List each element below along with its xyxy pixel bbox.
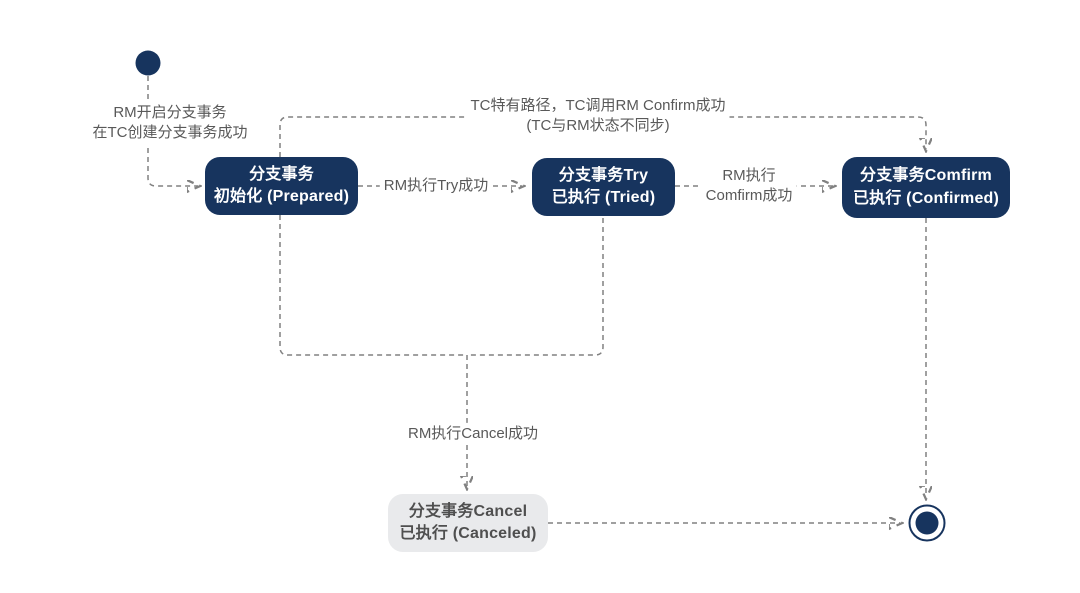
state-confirmed-line1: 分支事务Comfirm (860, 167, 992, 185)
label-init-line1: RM开启分支事务 (113, 103, 227, 121)
label-tc-line2: (TC与RM状态不同步) (526, 117, 670, 134)
state-canceled: 分支事务Cancel 已执行 (Canceled) (388, 494, 548, 552)
state-tried-line2: 已执行 (Tried) (551, 189, 656, 206)
label-tc-direct-confirm: TC特有路径，TC调用RM Confirm成功 (TC与RM状态不同步) (466, 94, 730, 138)
state-prepared-line2: 初始化 (Prepared) (213, 188, 350, 205)
label-init-to-prepared: RM开启分支事务 在TC创建分支事务成功 (88, 101, 252, 145)
label-cancel-success: RM执行Cancel成功 (407, 424, 539, 442)
label-to-canceled: RM执行Cancel成功 (403, 422, 543, 446)
label-tc-line1: TC特有路径，TC调用RM Confirm成功 (470, 96, 726, 114)
state-tried-line1: 分支事务Try (558, 166, 649, 184)
label-init-line2: 在TC创建分支事务成功 (92, 124, 248, 141)
state-confirmed-line2: 已执行 (Confirmed) (852, 189, 1000, 207)
final-state-node (908, 504, 946, 542)
label-tried-to-confirmed: RM执行 Comfirm成功 (701, 164, 797, 208)
state-prepared-line1: 分支事务 (249, 165, 314, 183)
state-canceled-line1: 分支事务Cancel (408, 502, 528, 520)
state-tried: 分支事务Try 已执行 (Tried) (532, 158, 675, 216)
state-confirmed: 分支事务Comfirm 已执行 (Confirmed) (842, 157, 1010, 218)
label-prepared-to-tried: RM执行Try成功 (379, 174, 493, 198)
initial-state-node (135, 50, 161, 76)
label-confirm-line1: RM执行 (722, 166, 776, 184)
state-canceled-line2: 已执行 (Canceled) (399, 525, 537, 542)
final-state-core (915, 511, 939, 535)
edge-tried-to-cancel-junction (467, 218, 604, 356)
state-prepared: 分支事务 初始化 (Prepared) (205, 157, 358, 215)
edge-initial-to-prepared (147, 76, 198, 186)
label-try-success: RM执行Try成功 (383, 176, 489, 194)
edge-tc-direct-confirm (279, 116, 926, 157)
label-confirm-line2: Comfirm成功 (705, 187, 793, 204)
edge-prepared-to-cancel-junction (279, 215, 467, 356)
